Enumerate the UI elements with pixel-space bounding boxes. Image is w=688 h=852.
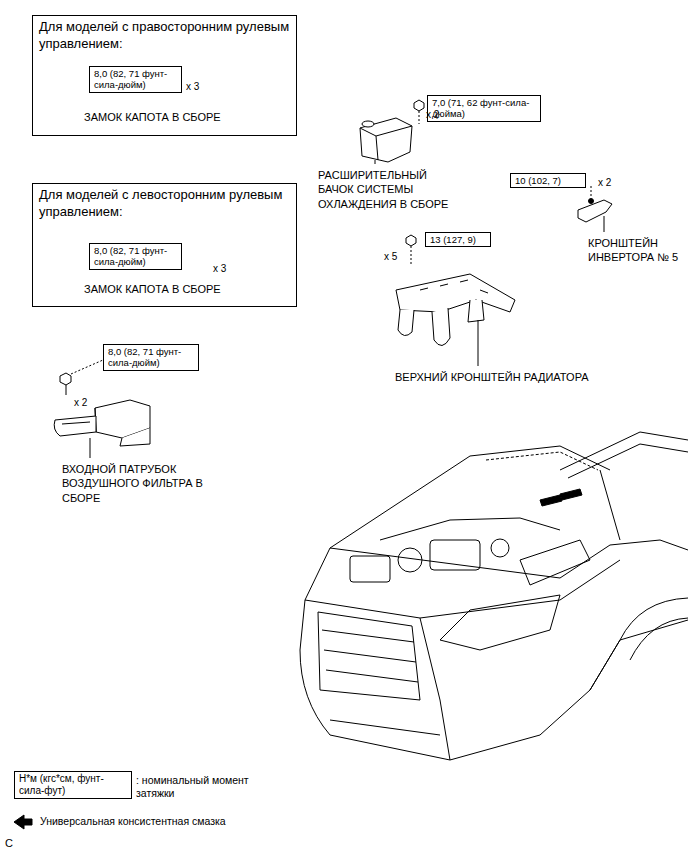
radiator-support — [396, 235, 515, 366]
torque-box: 10 (102, 7) — [510, 173, 586, 188]
legend-box: Н*м (кгс*см, фунт-сила-фут) — [14, 771, 132, 799]
torque-box: 8,0 (82, 71 фунт-сила-дюйм) — [89, 66, 182, 93]
torque-box: 8,0 (82, 71 фунт-сила-дюйм) — [103, 344, 199, 371]
torque-value: 13 (127, 9) — [430, 234, 486, 245]
torque-box: 8,0 (82, 71 фунт-сила-дюйм) — [89, 243, 182, 270]
torque-value: Н*м (кгс*см, фунт-сила-фут) — [19, 773, 127, 797]
torque-value: 8,0 (82, 71 фунт-сила-дюйм) — [108, 346, 194, 369]
torque-value: 10 (102, 7) — [515, 175, 581, 186]
panel-heading: Для моделей с правосторонним рулевым упр… — [39, 19, 290, 53]
quantity-label: x 2 — [426, 108, 456, 121]
part-name: ВЕРХНИЙ КРОНШТЕЙН РАДИАТОРА — [395, 370, 625, 384]
torque-value: 8,0 (82, 71 фунт-сила-дюйм) — [94, 68, 177, 91]
part-name: ВХОДНОЙ ПАТРУБОК ВОЗДУШНОГО ФИЛЬТРА В СБ… — [62, 462, 207, 505]
torque-value: 7,0 (71, 62 фунт-сила-дюйма) — [432, 97, 536, 120]
figure-code: C — [5, 836, 25, 850]
torque-box: 7,0 (71, 62 фунт-сила-дюйма) — [427, 95, 541, 122]
panel-heading: Для моделей с левосторонним рулевым упра… — [39, 187, 290, 221]
part-name: ЗАМОК КАПОТА В СБОРЕ — [84, 282, 244, 296]
quantity-label: x 3 — [213, 262, 243, 275]
torque-box: 13 (127, 9) — [425, 232, 491, 247]
vehicle — [300, 432, 688, 760]
part-name: ЗАМОК КАПОТА В СБОРЕ — [84, 110, 244, 124]
inverter-bracket — [578, 186, 612, 232]
torque-value: 8,0 (82, 71 фунт-сила-дюйм) — [94, 245, 177, 268]
grease-arrow — [14, 815, 32, 829]
part-name: РАСШИРИТЕЛЬНЫЙ БАЧОК СИСТЕМЫ ОХЛАЖДЕНИЯ … — [318, 168, 463, 211]
legend-text: : номинальный момент затяжки — [136, 774, 256, 800]
legend-text: Универсальная консистентная смазка — [40, 815, 280, 828]
quantity-label: x 3 — [186, 80, 216, 93]
coolant-reservoir — [360, 100, 424, 164]
part-name: КРОНШТЕЙН ИНВЕРТОРА № 5 — [588, 236, 682, 265]
quantity-label: x 2 — [74, 396, 104, 409]
air-inlet — [54, 360, 150, 458]
quantity-label: x 5 — [384, 250, 410, 263]
quantity-label: x 2 — [598, 176, 628, 189]
